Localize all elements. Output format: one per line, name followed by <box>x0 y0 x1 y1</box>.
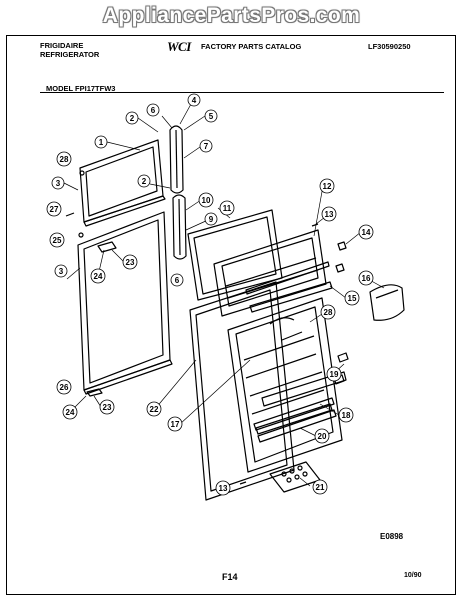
callout-18: 18 <box>338 407 354 423</box>
callout-13a: 13 <box>321 206 337 222</box>
callout-5-text: 5 <box>209 112 214 121</box>
callout-12-text: 12 <box>323 182 332 191</box>
callout-24b: 24 <box>62 404 78 420</box>
callout-24a: 24 <box>90 268 106 284</box>
callout-16: 16 <box>358 270 374 286</box>
callout-2b-text: 2 <box>142 177 147 186</box>
dairy-door <box>369 284 405 321</box>
callout-24a-text: 24 <box>94 272 103 281</box>
callout-1-text: 1 <box>99 138 104 147</box>
watermark: AppliancePartsPros.com <box>102 4 361 27</box>
door-gasket-strips <box>169 125 187 260</box>
callout-9-text: 9 <box>209 215 214 224</box>
callout-3a-text: 3 <box>56 179 61 188</box>
callout-21: 21 <box>312 479 328 495</box>
callout-13a-text: 13 <box>325 210 334 219</box>
product-type: REFRIGERATOR <box>40 50 100 59</box>
callout-5: 5 <box>204 109 218 123</box>
callout-25-text: 25 <box>53 236 62 245</box>
callout-10-text: 10 <box>202 196 211 205</box>
callout-28b: 28 <box>320 304 336 320</box>
callout-23a-text: 23 <box>126 258 135 267</box>
callout-3b-text: 3 <box>59 267 64 276</box>
callout-4-text: 4 <box>192 96 197 105</box>
freezer-door <box>79 139 166 227</box>
freezer-door-liner <box>213 229 330 317</box>
callout-15-text: 15 <box>348 294 357 303</box>
callout-2a: 2 <box>125 111 139 125</box>
callout-12: 12 <box>319 178 335 194</box>
drawing-code: E0898 <box>380 532 404 541</box>
callout-19-text: 19 <box>330 370 339 379</box>
callout-21-text: 21 <box>316 483 325 492</box>
callout-14: 14 <box>358 224 374 240</box>
fresh-food-door <box>77 211 173 395</box>
callout-18-text: 18 <box>342 411 351 420</box>
shelf-brackets <box>333 241 349 385</box>
brand-name: FRIGIDAIRE <box>40 41 84 50</box>
callout-6b-text: 6 <box>175 276 180 285</box>
callout-3a: 3 <box>51 176 65 190</box>
callout-25: 25 <box>49 232 65 248</box>
callout-6b: 6 <box>170 273 184 287</box>
callout-20: 20 <box>314 428 330 444</box>
callout-28b-text: 28 <box>324 308 333 317</box>
header-divider <box>40 92 444 93</box>
callout-13b: 13 <box>215 480 231 496</box>
callout-17: 17 <box>167 416 183 432</box>
callout-22-text: 22 <box>150 405 159 414</box>
callout-19: 19 <box>326 366 342 382</box>
model-number: MODEL FPI17TFW3 <box>46 84 116 93</box>
callout-24b-text: 24 <box>66 408 75 417</box>
callout-14-text: 14 <box>362 228 371 237</box>
callout-3b: 3 <box>54 264 68 278</box>
callout-28a-text: 28 <box>60 155 69 164</box>
callout-7-text: 7 <box>204 142 209 151</box>
callout-23b: 23 <box>99 399 115 415</box>
screws <box>239 223 319 485</box>
callout-4: 4 <box>187 93 201 107</box>
callout-9: 9 <box>204 212 218 226</box>
callout-16-text: 16 <box>362 274 371 283</box>
fresh-food-door-liner <box>227 297 343 473</box>
callout-23a: 23 <box>122 254 138 270</box>
callout-11-text: 11 <box>223 204 232 213</box>
callout-15: 15 <box>344 290 360 306</box>
callout-10: 10 <box>198 192 214 208</box>
callout-1: 1 <box>94 135 108 149</box>
catalog-date: 10/90 <box>404 572 422 579</box>
callout-17-text: 17 <box>171 420 180 429</box>
wci-logo: WCI <box>167 39 191 54</box>
callout-26: 26 <box>56 379 72 395</box>
callout-27: 27 <box>46 201 62 217</box>
callout-6a: 6 <box>146 103 160 117</box>
door-shelves <box>249 281 347 435</box>
callout-20-text: 20 <box>318 432 327 441</box>
fresh-food-gasket <box>189 281 295 501</box>
callout-22: 22 <box>146 401 162 417</box>
callout-23b-text: 23 <box>103 403 112 412</box>
callout-6a-text: 6 <box>151 106 156 115</box>
callout-7: 7 <box>199 139 213 153</box>
page-number: F14 <box>222 572 238 582</box>
page-frame <box>6 35 456 595</box>
callout-2b: 2 <box>137 174 151 188</box>
callout-27-text: 27 <box>50 205 59 214</box>
callout-28a: 28 <box>56 151 72 167</box>
catalog-number: LF30590250 <box>368 42 411 51</box>
leader-lines <box>63 103 385 487</box>
callout-labels: 1 2 2 3 3 4 5 6 6 7 9 10 11 12 13 13 14 … <box>46 93 374 496</box>
callout-13b-text: 13 <box>219 484 228 493</box>
egg-tray <box>269 461 321 493</box>
callout-2a-text: 2 <box>130 114 135 123</box>
catalog-title: FACTORY PARTS CATALOG <box>201 42 302 51</box>
callout-26-text: 26 <box>60 383 69 392</box>
callout-11: 11 <box>219 200 235 216</box>
hinge-details <box>65 170 117 397</box>
